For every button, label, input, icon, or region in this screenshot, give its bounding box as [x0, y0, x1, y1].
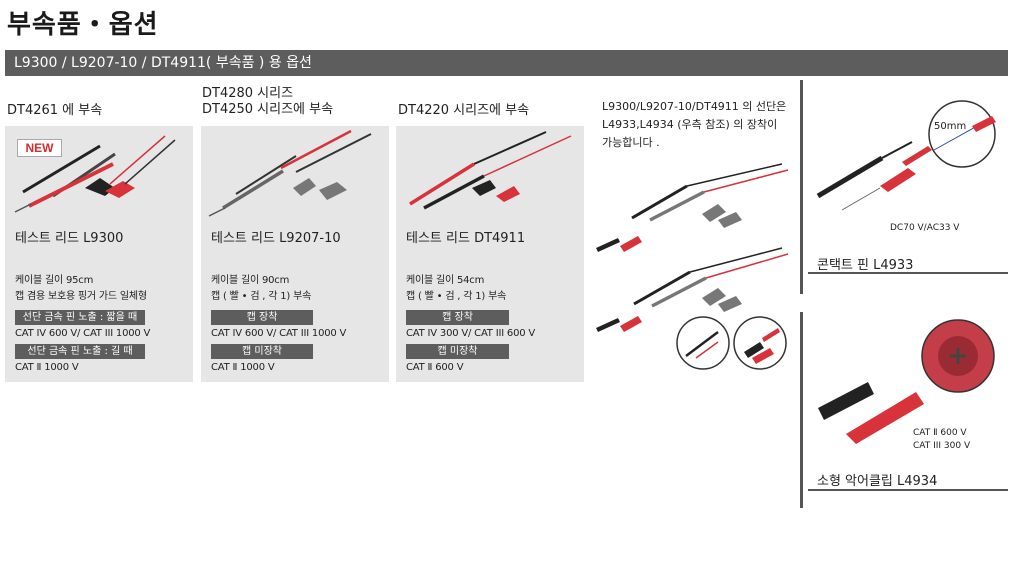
divider-vertical-2: [800, 312, 803, 508]
label-l4933: 콘택트 핀 L4933: [817, 258, 914, 273]
col2-heading-line2: DT4250 시리즈에 부속: [202, 102, 334, 117]
spec-cat-rating: CAT IV 300 V/ CAT III 600 V: [406, 328, 536, 339]
lead-l9300-image: [14, 135, 176, 213]
col1-heading: DT4261 에 부속: [7, 103, 103, 118]
rating-l4934-line1: CAT Ⅱ 600 V: [913, 428, 967, 438]
spec-cat-rating-2: CAT Ⅱ 1000 V: [211, 362, 275, 373]
new-badge: NEW: [17, 139, 62, 157]
product-name: 테스트 리드 L9207-10: [211, 231, 341, 246]
rating-l4934: CAT Ⅱ 600 V CAT III 300 V: [913, 427, 970, 453]
tag-short-pin: 선단 금속 핀 노출 : 짧을 때: [15, 310, 145, 325]
note-line3: 가능합니다 .: [602, 136, 660, 149]
spec-cat-rating-2: CAT Ⅱ 1000 V: [15, 362, 79, 373]
note-line1: L9300/L9207-10/DT4911 의 선단은: [602, 100, 787, 113]
tag-cap-on: 캡 장착: [211, 310, 313, 325]
product-name: 테스트 리드 DT4911: [406, 231, 526, 246]
rating-l4933: DC70 V/AC33 V: [890, 223, 960, 233]
leads-with-accessories-image: [596, 163, 789, 370]
card-l9300: NEW 테스트 리드 L9300 케이블 길이 95cm 캡 겸용 보호용 핑거…: [5, 126, 193, 382]
label-l4934: 소형 악어클립 L4934: [817, 474, 938, 489]
lead-dt4911-image: [409, 131, 572, 210]
card-dt4911: 테스트 리드 DT4911 케이블 길이 54cm 캡 ( 빨 • 검 , 각 …: [396, 126, 584, 382]
tag-cap-off: 캡 미장착: [211, 344, 313, 359]
dimension-label: 50mm: [934, 121, 967, 132]
divider-vertical-1: [800, 80, 803, 294]
spec-cap: 캡 ( 빨 • 검 , 각 1) 부속: [211, 291, 312, 302]
rating-l4934-line2: CAT III 300 V: [913, 441, 971, 451]
spec-cat-rating: CAT IV 600 V/ CAT III 1000 V: [211, 328, 347, 339]
card-l9207-10: 테스트 리드 L9207-10 케이블 길이 90cm 캡 ( 빨 • 검 , …: [201, 126, 389, 382]
tag-cap-off: 캡 미장착: [406, 344, 509, 359]
compatibility-note: L9300/L9207-10/DT4911 의 선단은 L4933,L4934 …: [602, 98, 786, 152]
spec-cat-rating-2: CAT Ⅱ 600 V: [406, 362, 464, 373]
spec-cat-rating: CAT IV 600 V/ CAT III 1000 V: [15, 328, 151, 339]
divider-horizontal-2: [808, 489, 1008, 491]
page-title: 부속품・옵션: [7, 10, 159, 40]
spec-cable-length: 케이블 길이 90cm: [211, 275, 290, 286]
col2-heading: DT4280 시리즈 DT4250 시리즈에 부속: [202, 86, 333, 118]
lead-l9207-10-image: [208, 129, 372, 217]
tag-cap-on: 캡 장착: [406, 310, 509, 325]
spec-cable-length: 케이블 길이 54cm: [406, 275, 485, 286]
note-line2: L4933,L4934 (우측 참조) 의 장착이: [602, 118, 778, 131]
alligator-clip-l4934-image: [818, 319, 995, 444]
spec-cable-length: 케이블 길이 95cm: [15, 275, 94, 286]
contact-pin-l4933-image: [816, 100, 996, 211]
spec-cap: 캡 ( 빨 • 검 , 각 1) 부속: [406, 291, 507, 302]
tag-long-pin: 선단 금속 핀 노출 : 길 때: [15, 344, 145, 359]
spec-cap: 캡 겸용 보호용 핑거 가드 일체형: [15, 291, 147, 302]
col3-heading: DT4220 시리즈에 부속: [398, 103, 530, 118]
col2-heading-line1: DT4280 시리즈: [202, 86, 294, 101]
section-bar: L9300 / L9207-10 / DT4911( 부속품 ) 용 옵션: [5, 50, 1008, 76]
divider-horizontal-1: [808, 272, 1008, 274]
product-name: 테스트 리드 L9300: [15, 231, 124, 246]
